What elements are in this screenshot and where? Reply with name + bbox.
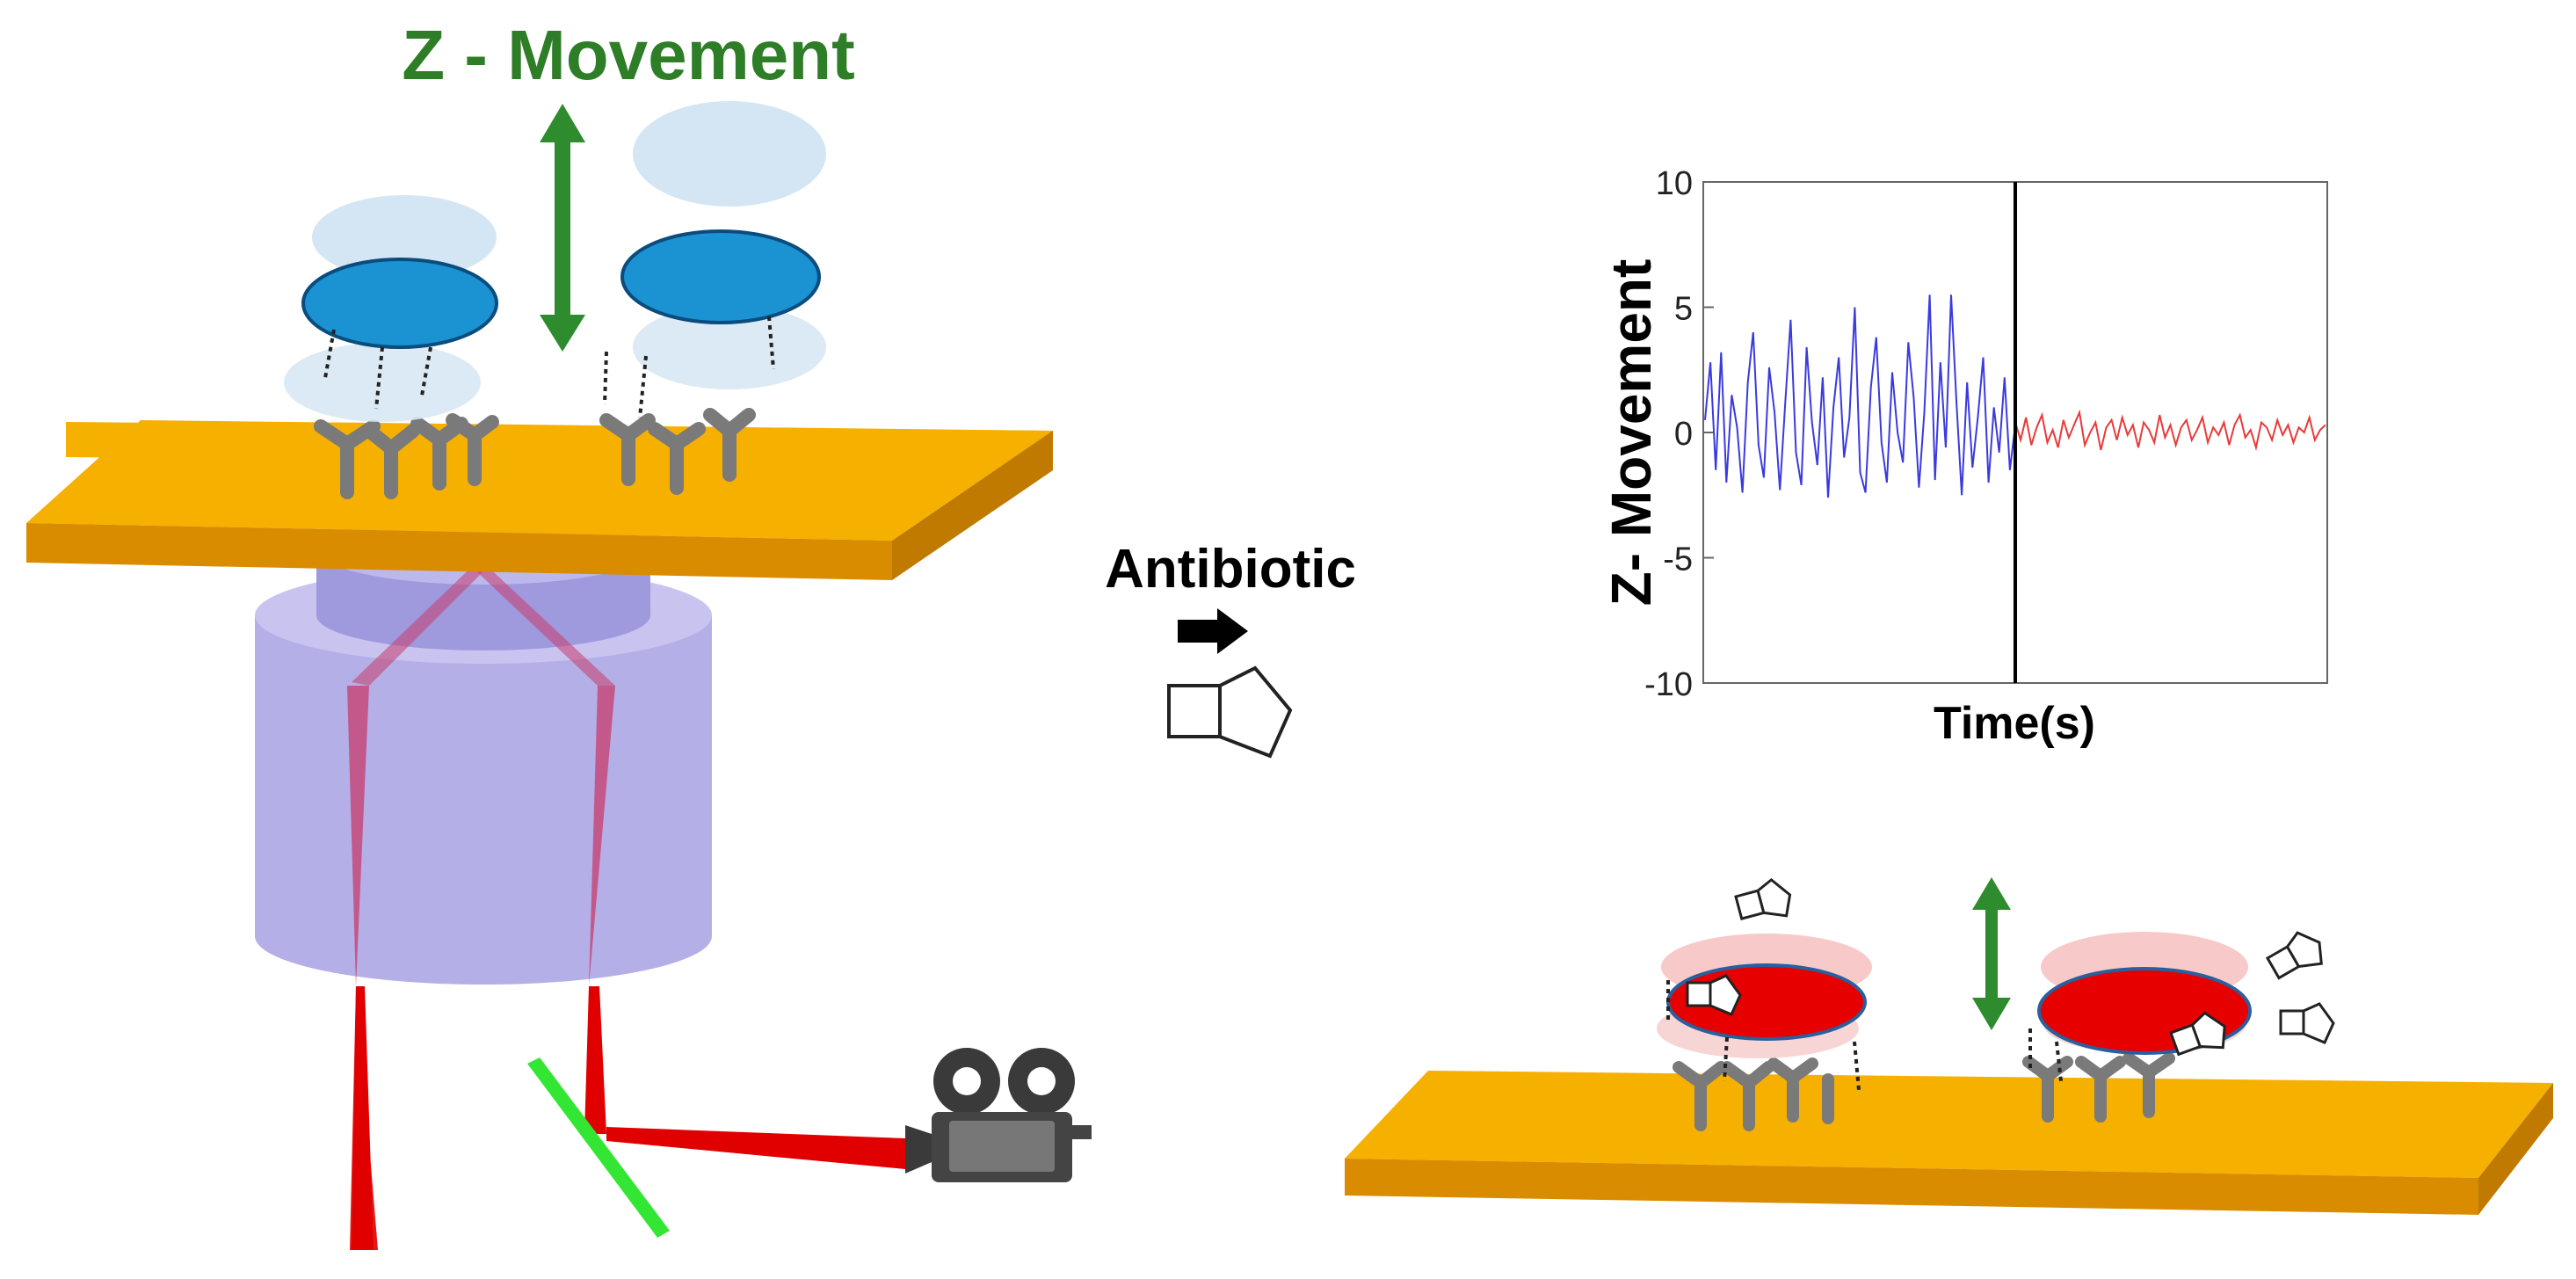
antibiotic-molecules-bound (1686, 877, 2335, 1057)
x-axis-label: Time(s) (1934, 698, 2095, 749)
camera-beam (606, 1127, 905, 1169)
z-movement-arrow-small (1972, 877, 2011, 1030)
figure-title: Z - Movement (402, 16, 855, 94)
antibodies-left (314, 408, 756, 499)
trace-after-antibiotic (2014, 409, 2326, 452)
z-movement-chart: 10 5 0 -5 -10 Z- Movement Time(s) (1600, 165, 2328, 749)
setup-left: Z - Movement (26, 16, 1092, 1250)
bacteria-right (1657, 932, 2252, 1058)
antibodies-right (1673, 1052, 2175, 1131)
y-tick-label: -10 (1644, 666, 1693, 703)
antibiotic-molecule-icon (1167, 665, 1293, 759)
y-tick-label: 10 (1656, 165, 1693, 202)
z-movement-arrow (540, 104, 585, 352)
tethers-left (323, 316, 775, 418)
bacteria-left (284, 101, 826, 422)
trace-before-antibiotic (1704, 294, 2016, 498)
antibiotic-label: Antibiotic (1105, 539, 1356, 600)
y-tick-label: 0 (1674, 416, 1693, 453)
antibiotic-step: Antibiotic (1105, 539, 1356, 759)
gold-stage-right (1345, 1071, 2553, 1215)
dichroic-mirror (527, 1057, 670, 1238)
camera-icon (905, 1048, 1092, 1182)
y-tick-label: 5 (1674, 291, 1693, 328)
tethers-right (1666, 980, 2063, 1091)
objective-lens (255, 514, 712, 985)
y-axis-label: Z- Movement (1600, 259, 1663, 607)
bacterium-blue-2 (620, 229, 821, 324)
bacterium-blue-1 (301, 258, 498, 349)
right-arrow-icon (1178, 608, 1248, 654)
laser-beams (347, 556, 905, 1250)
gold-stage (26, 420, 1053, 580)
setup-right (1345, 877, 2553, 1215)
y-tick-label: -5 (1663, 541, 1693, 578)
